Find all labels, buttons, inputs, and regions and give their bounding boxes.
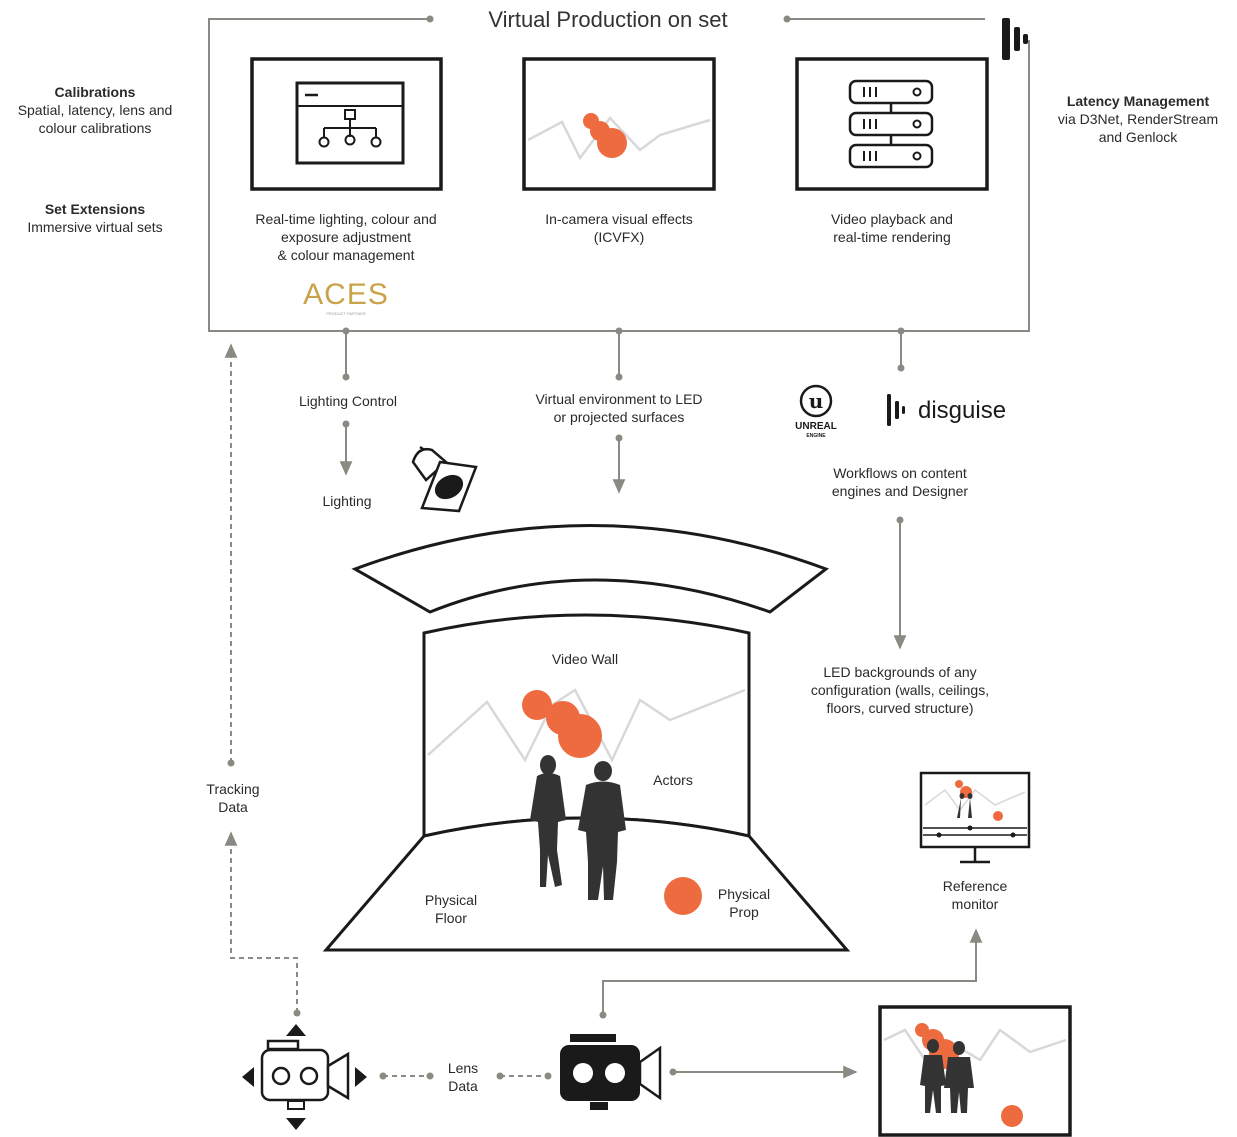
reference-monitor-icon [919,771,1031,864]
aces-logo-sub: PRODUCT PARTNER [326,311,366,316]
physical-prop [664,877,702,915]
icvfx-scene-icon [527,113,711,161]
panel-1-line-1: Real-time lighting, colour and [255,211,436,227]
led-ceiling [351,524,830,614]
led-backgrounds-line-1: LED backgrounds of any [823,664,976,680]
lens-data-line-2: Data [448,1078,478,1094]
workflows-line-2: engines and Designer [832,483,969,499]
production-frame [208,15,1030,332]
floor-label-1: Physical [425,892,477,908]
disguise-logo-text: disguise [918,397,1006,424]
reference-monitor-line-1: Reference [943,878,1008,894]
server-rack-icon [848,79,934,169]
panel-2-line-1: In-camera visual effects [545,211,693,227]
panel-1-line-2: exposure adjustment [281,229,411,245]
actors-label: Actors [653,772,693,788]
tracking-camera-icon [242,1024,367,1130]
calibrations-title: Calibrations [55,84,136,100]
panel-lighting-colour [250,57,443,191]
led-backgrounds-line-3: floors, curved structure) [826,700,973,716]
svg-text:u: u [809,389,824,413]
reference-monitor-line-2: monitor [952,896,999,912]
panel-3-line-1: Video playback and [831,211,953,227]
disguise-logo: disguise [887,394,1006,426]
calibrations-desc-1: Spatial, latency, lens and [18,102,173,118]
floor-label-2: Floor [435,910,467,926]
tracking-data-line-1: Tracking [206,781,259,797]
lighting-control-label: Lighting Control [299,393,397,409]
video-wall [422,613,751,838]
actor-man [578,761,626,900]
panel-playback [795,57,989,191]
aces-logo: ACES PRODUCT PARTNER [303,278,389,316]
unreal-engine-logo: u UNREAL ENGINE [795,384,837,439]
main-camera-icon [560,1034,662,1110]
lighting-label: Lighting [322,493,371,509]
aces-logo-text: ACES [303,278,389,311]
virtual-env-line-2: or projected surfaces [554,409,685,425]
video-wall-label: Video Wall [552,651,618,667]
panel-3-line-2: real-time rendering [833,229,951,245]
tracking-data-line-2: Data [218,799,248,815]
virtual-env-line-1: Virtual environment to LED [535,391,702,407]
panel-icvfx [522,57,716,191]
page-title: Virtual Production on set [488,7,727,32]
latency-title: Latency Management [1067,93,1210,109]
prop-label-2: Prop [729,904,759,920]
panel-2-line-2: (ICVFX) [594,229,645,245]
lens-data-line-1: Lens [448,1060,478,1076]
calibrations-desc-2: colour calibrations [39,120,152,136]
workflows-line-1: Workflows on content [833,465,967,481]
disguise-mark-icon [1002,18,1028,60]
frame-connectors [342,327,905,381]
prop-label-1: Physical [718,886,770,902]
latency-desc-2: and Genlock [1099,129,1179,145]
workflow-window-icon [295,81,405,165]
latency-desc-1: via D3Net, RenderStream [1058,111,1218,127]
panel-1-line-3: & colour management [278,247,415,263]
set-extensions-desc: Immersive virtual sets [27,219,162,235]
spotlight-icon [411,445,478,513]
final-output-frame [878,1005,1072,1137]
unreal-logo-line-2: ENGINE [806,433,826,439]
actor-woman [530,755,566,887]
set-extensions-title: Set Extensions [45,201,146,217]
led-backgrounds-line-2: configuration (walls, ceilings, [811,682,989,698]
unreal-logo-line-1: UNREAL [795,421,837,432]
